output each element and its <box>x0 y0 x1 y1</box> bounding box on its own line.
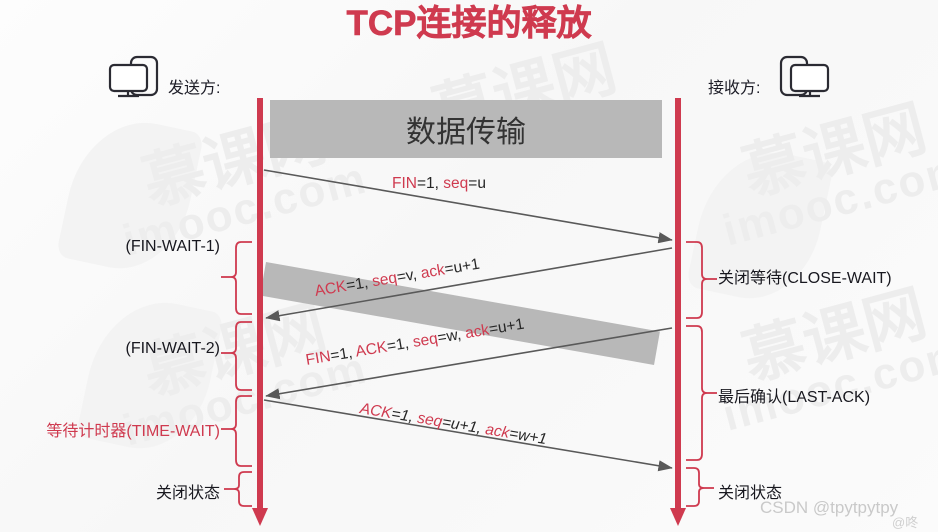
brace-close-wait <box>686 241 717 319</box>
state-label-closed-left: 关闭状态 <box>155 485 220 502</box>
msg2-part-4: ack <box>419 261 447 283</box>
message-arrow-2 <box>265 247 673 322</box>
message-arrow-4 <box>263 399 673 472</box>
state-label-last-ack: 最后确认(LAST-ACK) <box>718 389 871 406</box>
msg1-part-3: =u <box>468 175 486 192</box>
message-arrow-3 <box>265 327 673 400</box>
monitor-icon <box>779 55 830 98</box>
msg1-part-0: FIN <box>392 175 417 192</box>
csdn-watermark: CSDN @tpytpytpy <box>760 498 899 517</box>
page-title: TCP连接的释放 <box>346 4 592 44</box>
brace-fin-wait-1 <box>221 241 252 315</box>
state-label-close-wait: 关闭等待(CLOSE-WAIT) <box>718 270 892 287</box>
msg3-part-0: FIN <box>304 348 332 369</box>
msg3-part-4: seq <box>411 330 440 351</box>
msg4-part-4: ack <box>484 421 511 442</box>
sender-timeline-arrowhead <box>252 508 268 526</box>
corner-watermark: @咚 <box>892 515 919 530</box>
brace-last-ack <box>686 325 717 461</box>
msg1-part-2: seq <box>443 175 469 192</box>
state-label-fin-wait-1: (FIN-WAIT-1) <box>125 238 221 255</box>
receiver-label: 接收方: <box>708 80 761 97</box>
message-arrow-1 <box>263 169 673 244</box>
msg2-part-3: =v, <box>395 265 423 287</box>
receiver-timeline-arrowhead <box>670 508 686 526</box>
brace-fin-wait-2 <box>221 321 252 391</box>
msg3-part-6: ack <box>463 321 491 343</box>
msg4-part-1: =1, <box>390 405 419 427</box>
msg4-part-2: seq <box>416 409 444 431</box>
state-label-fin-wait-2: (FIN-WAIT-2) <box>125 340 221 357</box>
brace-time-wait <box>221 395 252 467</box>
sender-label: 发送方: <box>168 80 221 97</box>
state-label-time-wait: 等待计时器(TIME-WAIT) <box>46 423 220 440</box>
msg1-part-1: =1, <box>416 175 444 192</box>
brace-closed-left <box>224 471 252 507</box>
msg3-part-5: =w, <box>436 325 467 347</box>
msg3-part-1: =1, <box>329 343 358 365</box>
msg2-part-1: =1, <box>344 273 374 295</box>
state-label-closed-right: 关闭状态 <box>718 485 783 502</box>
monitor-icon <box>108 55 159 98</box>
brace-closed-right <box>686 467 714 507</box>
message-label-1: FIN=1, seq=u <box>392 175 486 193</box>
msg2-part-2: seq <box>370 269 399 291</box>
data-transfer-box: 数据传输 <box>270 100 662 158</box>
msg3-part-3: =1, <box>385 334 415 356</box>
